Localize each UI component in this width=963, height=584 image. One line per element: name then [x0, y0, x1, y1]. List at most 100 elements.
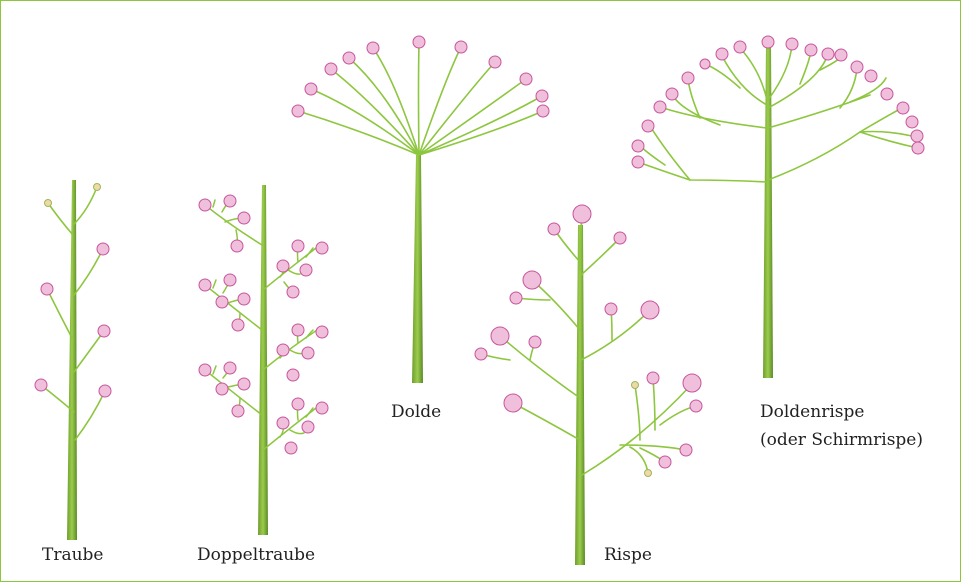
flower — [316, 326, 328, 338]
flower — [573, 205, 591, 223]
flower — [762, 36, 774, 48]
label-doppeltraube: Doppeltraube — [197, 545, 315, 565]
flower — [99, 385, 111, 397]
flower — [300, 264, 312, 276]
flower — [680, 444, 692, 456]
flower — [41, 283, 53, 295]
flower — [536, 90, 548, 102]
flower — [682, 72, 694, 84]
flower — [537, 105, 549, 117]
flower — [851, 61, 863, 73]
flower — [316, 242, 328, 254]
flower — [224, 362, 236, 374]
flower — [642, 120, 654, 132]
flower — [605, 303, 617, 315]
flower — [302, 421, 314, 433]
flower — [277, 260, 289, 272]
flower — [224, 274, 236, 286]
flower — [911, 130, 923, 142]
label-traube: Traube — [42, 545, 104, 565]
flower — [216, 383, 228, 395]
label-dolde: Dolde — [391, 402, 441, 422]
flower — [489, 56, 501, 68]
flower — [302, 347, 314, 359]
flower — [292, 324, 304, 336]
flower — [897, 102, 909, 114]
flower — [510, 292, 522, 304]
flower — [216, 296, 228, 308]
flower — [734, 41, 746, 53]
flower — [231, 240, 243, 252]
flower — [632, 140, 644, 152]
flower — [98, 325, 110, 337]
doldenrispe-plant — [632, 36, 924, 378]
flower — [786, 38, 798, 50]
flower — [285, 442, 297, 454]
flower — [277, 417, 289, 429]
flower — [666, 88, 678, 100]
dolde-plant — [292, 36, 549, 383]
flower — [529, 336, 541, 348]
flower — [683, 374, 701, 392]
flower — [520, 73, 532, 85]
flower — [504, 394, 522, 412]
flower — [232, 405, 244, 417]
doppeltraube-plant — [199, 185, 328, 535]
flower — [316, 402, 328, 414]
flower — [881, 88, 893, 100]
flower — [475, 348, 487, 360]
bud — [94, 184, 101, 191]
label-doldenrispe-alt: (oder Schirmrispe) — [760, 430, 923, 450]
flower — [35, 379, 47, 391]
flower — [413, 36, 425, 48]
flower — [865, 70, 877, 82]
flower — [238, 293, 250, 305]
flower — [523, 271, 541, 289]
flower — [224, 195, 236, 207]
flower — [97, 243, 109, 255]
flower — [325, 63, 337, 75]
flower — [647, 372, 659, 384]
rispe-plant — [475, 205, 702, 565]
flower — [548, 223, 560, 235]
flower — [238, 378, 250, 390]
flower — [367, 42, 379, 54]
flower — [292, 398, 304, 410]
flower — [238, 212, 250, 224]
flower — [654, 101, 666, 113]
flower — [491, 327, 509, 345]
flower — [287, 286, 299, 298]
flower — [912, 142, 924, 154]
flower — [614, 232, 626, 244]
flower — [232, 319, 244, 331]
flower — [632, 156, 644, 168]
flower — [700, 59, 710, 69]
flower — [716, 48, 728, 60]
flower — [287, 369, 299, 381]
flower — [455, 41, 467, 53]
flower — [292, 105, 304, 117]
dolde-stem — [412, 155, 423, 383]
bud — [645, 470, 652, 477]
doppeltraube-stem — [258, 185, 268, 535]
label-doldenrispe: Doldenrispe — [760, 402, 864, 422]
flower — [822, 48, 834, 60]
flower — [305, 83, 317, 95]
flower — [199, 199, 211, 211]
flower — [277, 344, 289, 356]
flower — [343, 52, 355, 64]
traube-plant — [35, 180, 111, 540]
flower — [292, 240, 304, 252]
flower — [835, 49, 847, 61]
flower — [690, 400, 702, 412]
flower — [199, 364, 211, 376]
bud — [632, 382, 639, 389]
flower — [641, 301, 659, 319]
label-rispe: Rispe — [604, 545, 652, 565]
flower — [906, 116, 918, 128]
flower — [805, 44, 817, 56]
flower — [659, 456, 671, 468]
bud — [45, 200, 52, 207]
flower — [199, 279, 211, 291]
